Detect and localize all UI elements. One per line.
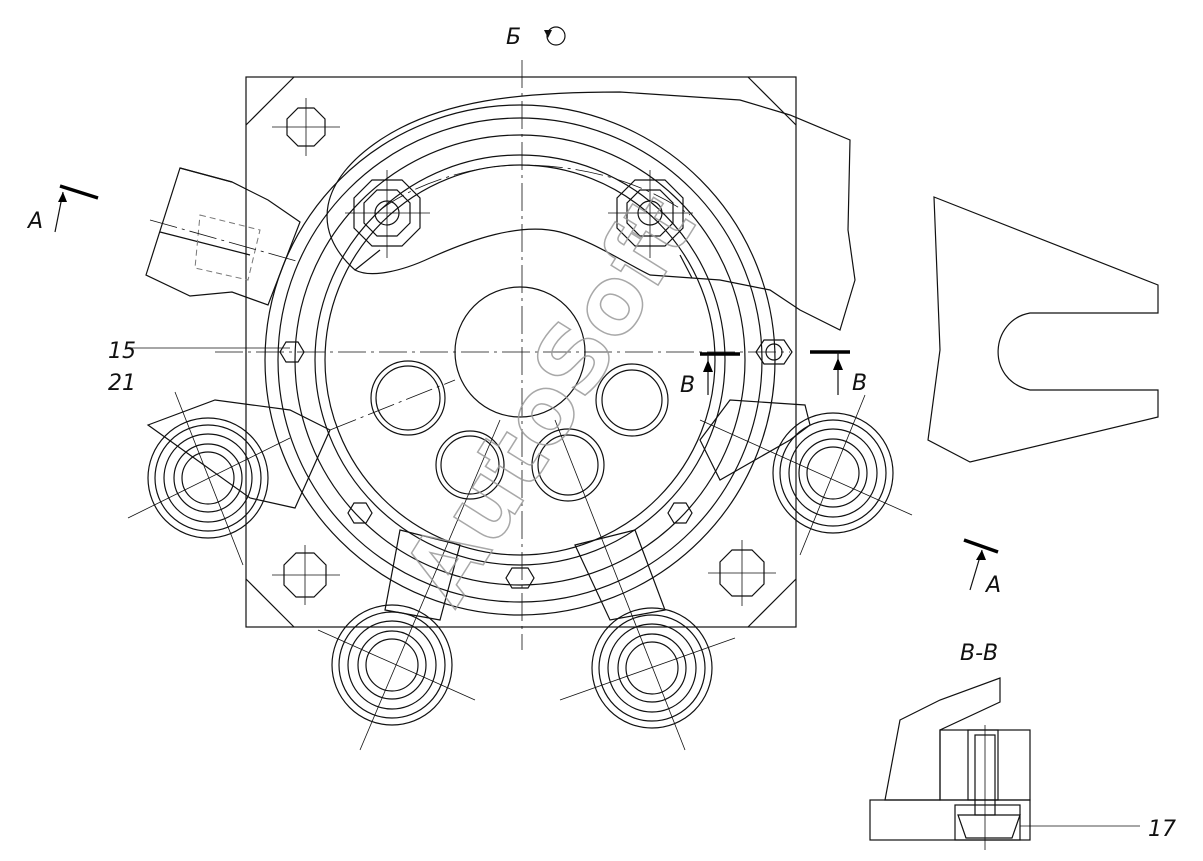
small-screws: [279, 339, 793, 589]
section-a-right-label: А: [984, 573, 1001, 598]
section-markers: [54, 184, 999, 591]
callout-15: 15: [108, 339, 136, 364]
inner-holes: [329, 360, 669, 502]
fork-part: [927, 196, 1159, 463]
drawing-labels: Б А А В В В-В 15 21 17: [26, 25, 1176, 842]
section-v-right-label: В: [852, 371, 867, 396]
clamp-bolt-right: [608, 170, 693, 258]
view-b-label: Б: [506, 25, 521, 50]
upper-clamp-arm: [326, 91, 856, 331]
corner-bolts: [272, 98, 776, 606]
plug-upper-left: [145, 167, 301, 306]
callout-21: 21: [108, 371, 136, 396]
section-a-left-label: А: [26, 209, 43, 234]
nozzle-bottom-left: [317, 419, 501, 751]
clamp-bolt-left: [345, 170, 430, 258]
nozzle-right: [699, 394, 913, 556]
watermark-text: AutoSoft: [383, 177, 716, 622]
section-vv-detail: [869, 677, 1140, 850]
section-v-left-label: В: [680, 373, 695, 398]
nozzle-bottom-right: [554, 419, 736, 751]
callout-17: 17: [1148, 817, 1176, 842]
rotation-arrow-icon: [544, 26, 566, 46]
watermark: AutoSoft: [382, 176, 717, 622]
centerlines: [215, 60, 790, 650]
section-vv-title: В-В: [960, 641, 998, 666]
base-plate: [245, 76, 797, 628]
nozzle-left: [127, 391, 331, 566]
